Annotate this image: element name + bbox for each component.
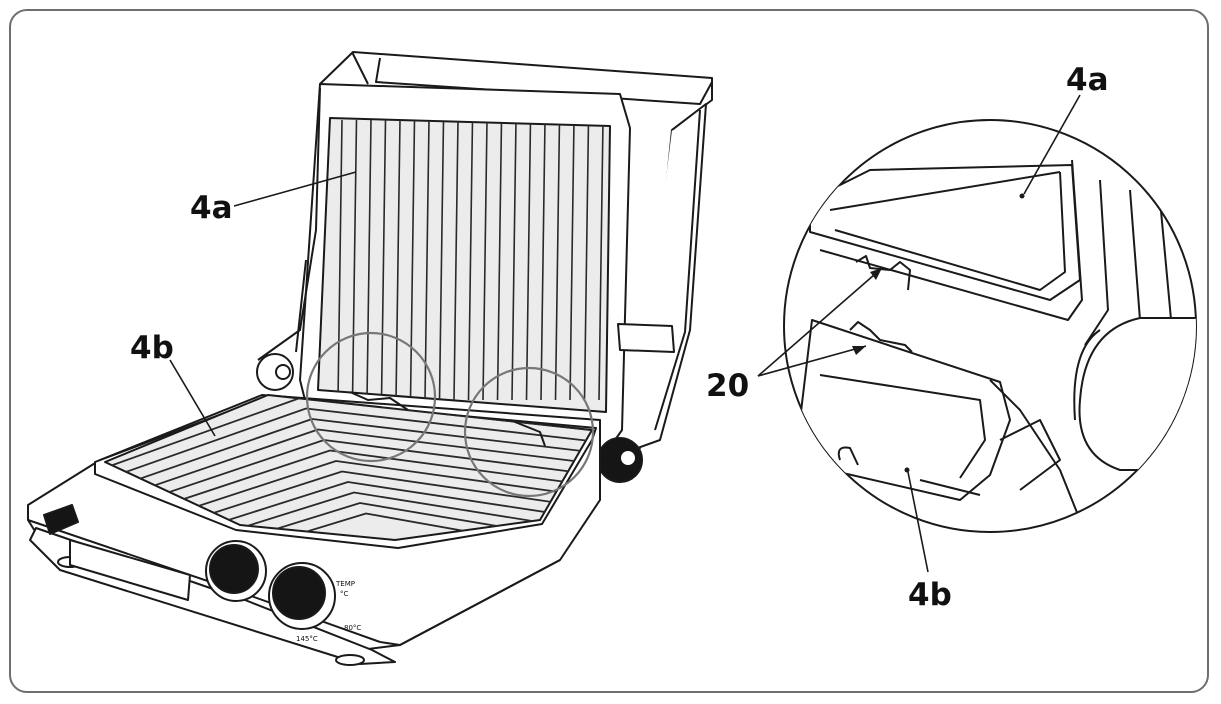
lid-ridge [496, 119, 503, 401]
temp-unit-marking: °C [340, 590, 349, 598]
temp-low-marking: 145°C [296, 635, 318, 643]
base-ridge [112, 407, 587, 478]
leader-lines [169, 94, 1081, 573]
hinge-arm [631, 103, 707, 451]
timer-knob [205, 540, 267, 602]
lid-ridge [598, 119, 604, 401]
temp-mid-marking: 80°C [344, 624, 361, 632]
magnify-circle-left [305, 331, 437, 463]
lid-ridge [569, 119, 575, 401]
lid-ridge [525, 119, 532, 401]
lid-ridge [467, 119, 474, 401]
lid-ridge [351, 119, 358, 401]
label-4a-main: 4a [190, 190, 233, 226]
base-ridge [115, 418, 583, 488]
temperature-knob [268, 562, 336, 630]
lid-ridge [395, 119, 401, 401]
power-switch [43, 504, 79, 535]
lid-ridge [424, 119, 430, 401]
lid-ridge [583, 119, 590, 401]
lid-ridge [554, 119, 561, 401]
base-ridge [139, 502, 551, 540]
temp-knob-side [597, 437, 643, 483]
lid-ridge [409, 119, 416, 401]
base-ridge [118, 428, 579, 499]
label-4b-main: 4b [130, 330, 174, 366]
contact-grill [27, 51, 713, 666]
lid-ridge [337, 119, 343, 401]
temp-marking: TEMP [335, 580, 355, 588]
label-4b-detail: 4b [908, 577, 952, 613]
magnify-circle-right [463, 366, 595, 498]
detail-view [783, 119, 1197, 533]
lid-ridge [380, 119, 387, 401]
lid-ridge [482, 119, 488, 401]
lid-ridge [540, 119, 546, 401]
lid-ridge [366, 119, 372, 401]
label-20-detail: 20 [706, 368, 749, 404]
base-ridge [124, 449, 571, 520]
label-4a-detail: 4a [1066, 62, 1109, 98]
lid-ridge [438, 119, 445, 401]
lid-ridge [453, 119, 459, 401]
lid-ridge [511, 119, 517, 401]
right-latch [617, 323, 675, 353]
